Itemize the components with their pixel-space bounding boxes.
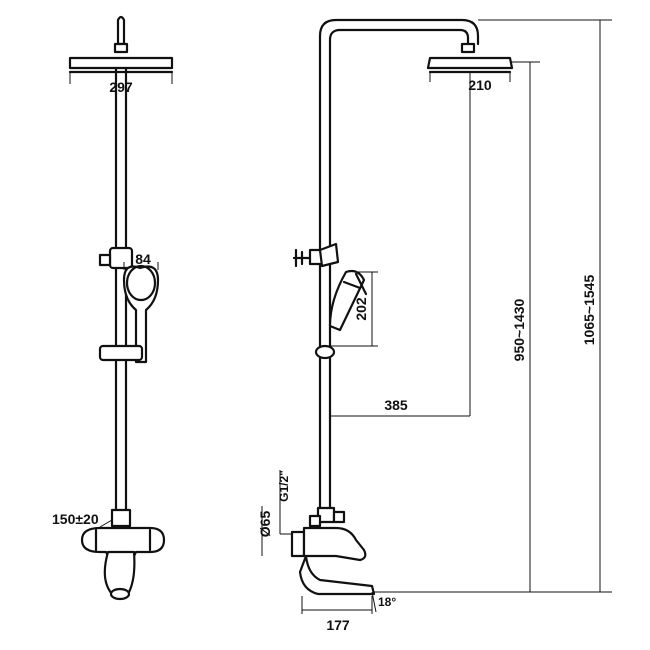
dim-spout-angle: 18° [378, 595, 396, 609]
dim-head-width-side: 210 [468, 77, 492, 93]
front-mixer-body [80, 508, 166, 601]
front-shower-head [68, 15, 174, 74]
dim-thread: G1/2" [277, 470, 291, 502]
side-holder [314, 344, 336, 360]
side-slide-bracket [292, 242, 340, 268]
side-view: 210 202 385 950~1430 1065~1 [257, 18, 612, 633]
dim-arm-reach: 385 [384, 397, 408, 413]
dim-handshower-length: 202 [353, 297, 369, 321]
front-slide-bracket [98, 246, 134, 270]
dim-handshower-width: 84 [135, 251, 151, 267]
dim-spout-reach: 177 [326, 617, 350, 633]
side-shower-head [426, 56, 514, 74]
front-view: 297 84 150±20 [52, 15, 174, 601]
side-mixer-body [290, 506, 376, 596]
dim-escutcheon: Ø65 [257, 511, 273, 538]
side-riser-arch [318, 18, 480, 520]
dim-head-width-front: 297 [109, 79, 133, 95]
front-hand-shower-holder [98, 344, 144, 362]
side-hand-shower [328, 269, 368, 332]
dim-head-height: 950~1430 [511, 298, 527, 361]
front-riser-pipe [114, 66, 128, 522]
front-hand-shower [122, 264, 160, 364]
dim-total-height: 1065~1545 [581, 275, 597, 346]
dim-inlet-spacing: 150±20 [52, 511, 99, 527]
